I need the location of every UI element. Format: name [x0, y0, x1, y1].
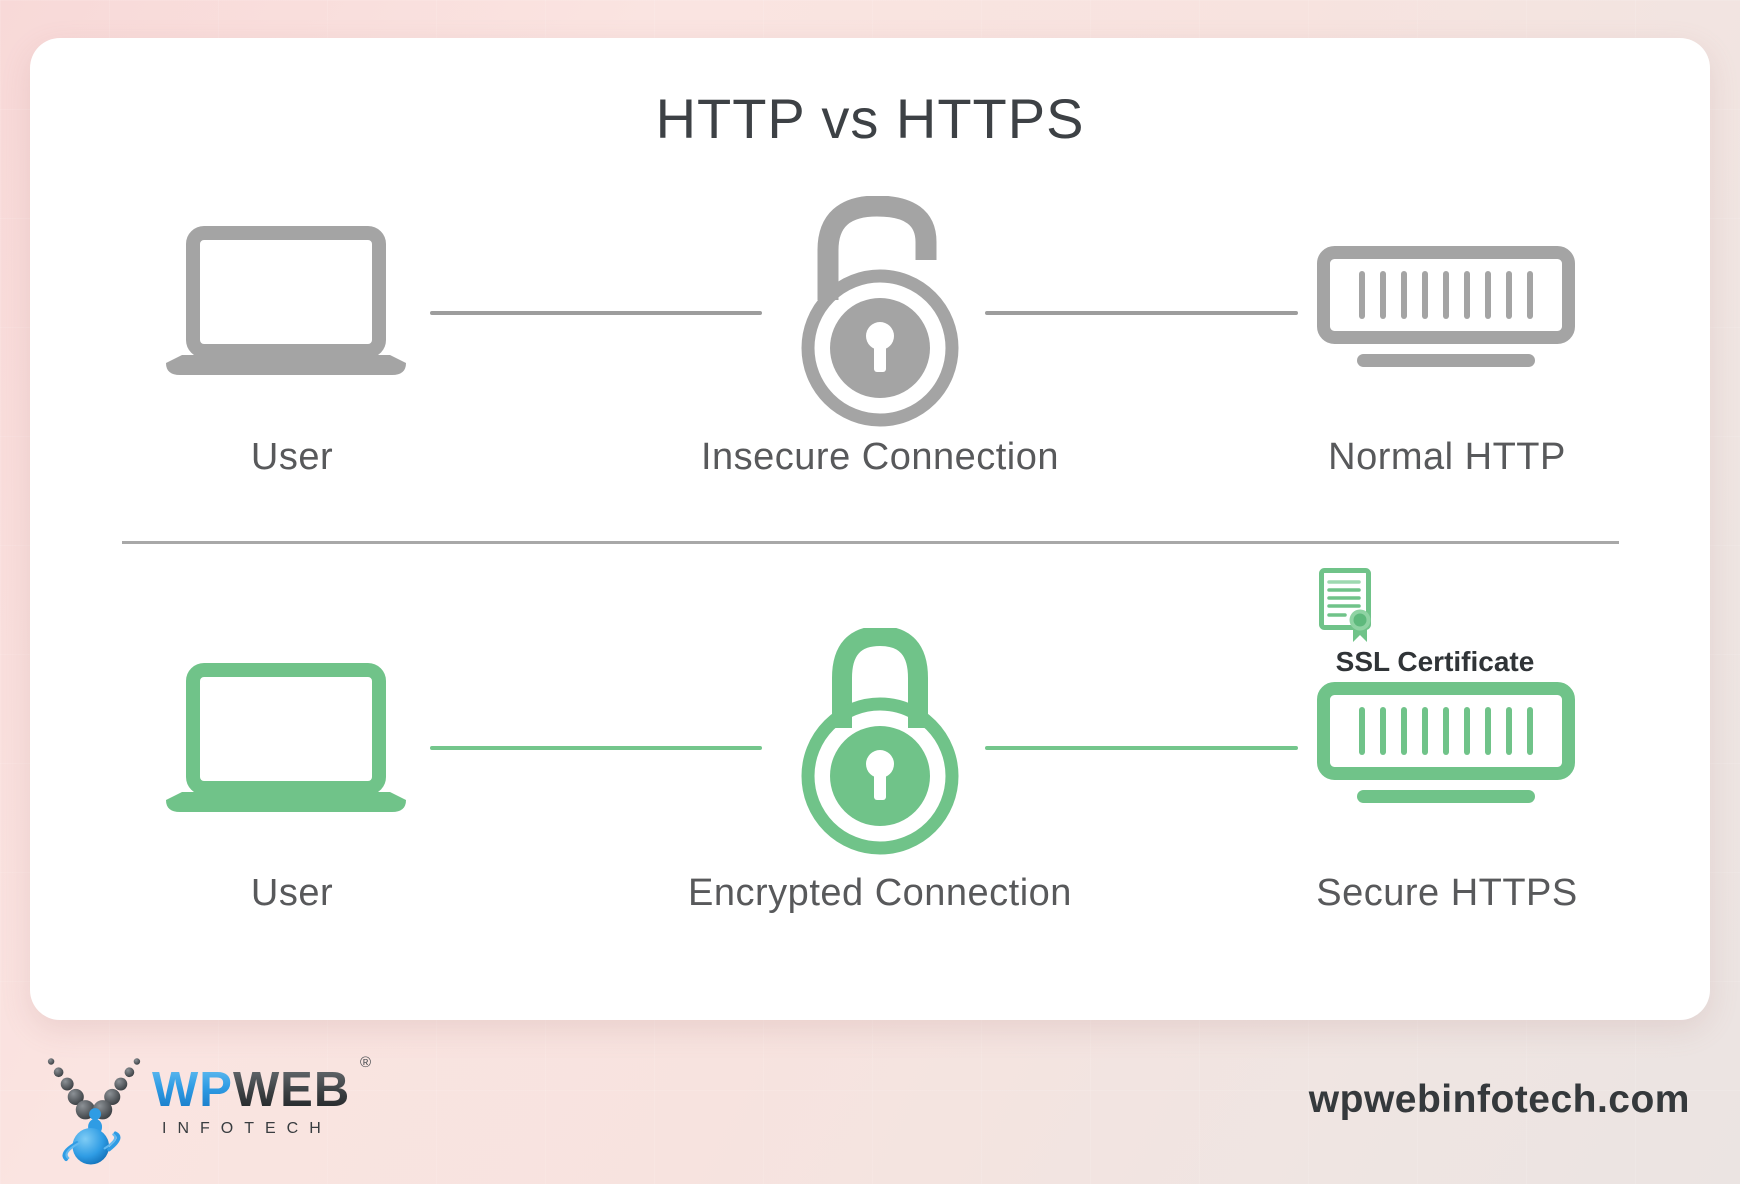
brand-wordmark: WPWEB [152, 1062, 350, 1118]
closed-padlock-icon [801, 628, 959, 855]
laptop-icon [166, 226, 406, 375]
row-divider [122, 541, 1619, 544]
connection-line [985, 746, 1298, 750]
connection-line [430, 746, 762, 750]
open-padlock-icon [801, 196, 959, 427]
user-label: User [250, 436, 334, 478]
registered-trademark-symbol: ® [360, 1054, 372, 1071]
brand-wp: WP [152, 1063, 233, 1117]
ssl-certificate-label: SSL Certificate [1335, 646, 1535, 677]
server-icon [1317, 682, 1575, 803]
ssl-certificate-icon [1319, 568, 1371, 642]
insecure-connection-label: Insecure Connection [700, 436, 1060, 478]
connection-line [985, 311, 1298, 315]
connection-line [430, 311, 762, 315]
user-label: User [250, 872, 334, 914]
brand-subtitle: INFOTECH [162, 1120, 332, 1137]
wpweb-infotech-logo: WPWEB ® INFOTECH [40, 1054, 380, 1174]
server-icon [1317, 246, 1575, 367]
encrypted-connection-label: Encrypted Connection [688, 872, 1072, 914]
secure-https-label: Secure HTTPS [1316, 872, 1578, 914]
website-url: wpwebinfotech.com [1308, 1078, 1690, 1121]
laptop-icon [166, 663, 406, 812]
page-title: HTTP vs HTTPS [655, 87, 1085, 150]
normal-http-label: Normal HTTP [1328, 436, 1566, 478]
brand-web: WEB [232, 1063, 351, 1117]
wpweb-globe-logo-icon [47, 1058, 141, 1165]
